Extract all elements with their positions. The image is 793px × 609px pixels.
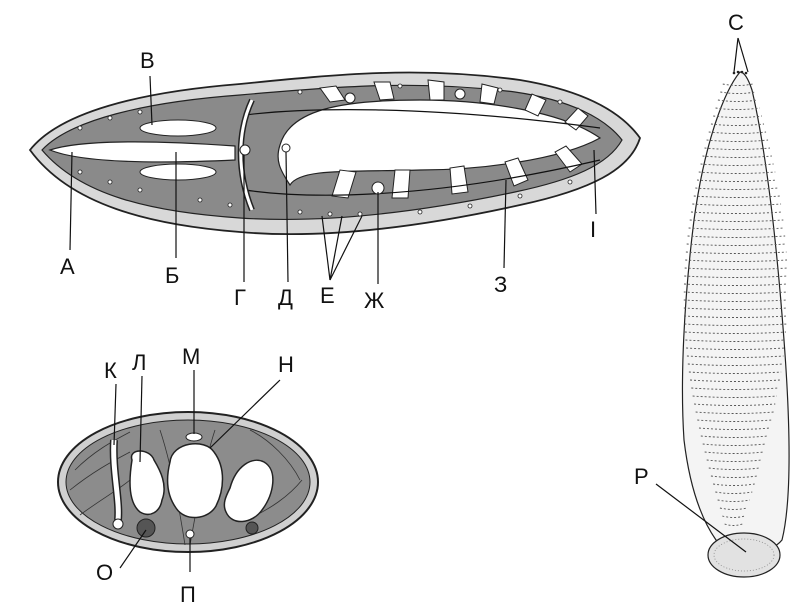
label-zh: Ж	[364, 288, 385, 313]
label-v: В	[140, 48, 155, 73]
label-i: І	[590, 217, 596, 242]
label-a: А	[60, 254, 75, 279]
label-d: Д	[278, 285, 293, 310]
label-p: П	[180, 582, 196, 607]
label-b: Б	[165, 263, 179, 288]
label-s: С	[728, 10, 744, 35]
label-o: О	[96, 560, 113, 585]
label-e: Е	[320, 283, 335, 308]
leech-posterior-sucker	[708, 533, 780, 577]
flatworm-drawing	[30, 72, 640, 234]
label-r: Р	[634, 464, 649, 489]
label-n: Н	[278, 352, 294, 377]
cross-section-gonad	[137, 519, 155, 537]
leech-drawing	[682, 71, 789, 577]
label-m: М	[182, 344, 200, 369]
label-l: Л	[132, 350, 146, 375]
leech-body	[682, 72, 789, 551]
label-z: З	[494, 272, 507, 297]
label-g: Г	[234, 285, 246, 310]
label-k: К	[104, 358, 117, 383]
cross-section-intestine-middle	[168, 444, 223, 518]
cross-section-drawing	[58, 412, 318, 552]
